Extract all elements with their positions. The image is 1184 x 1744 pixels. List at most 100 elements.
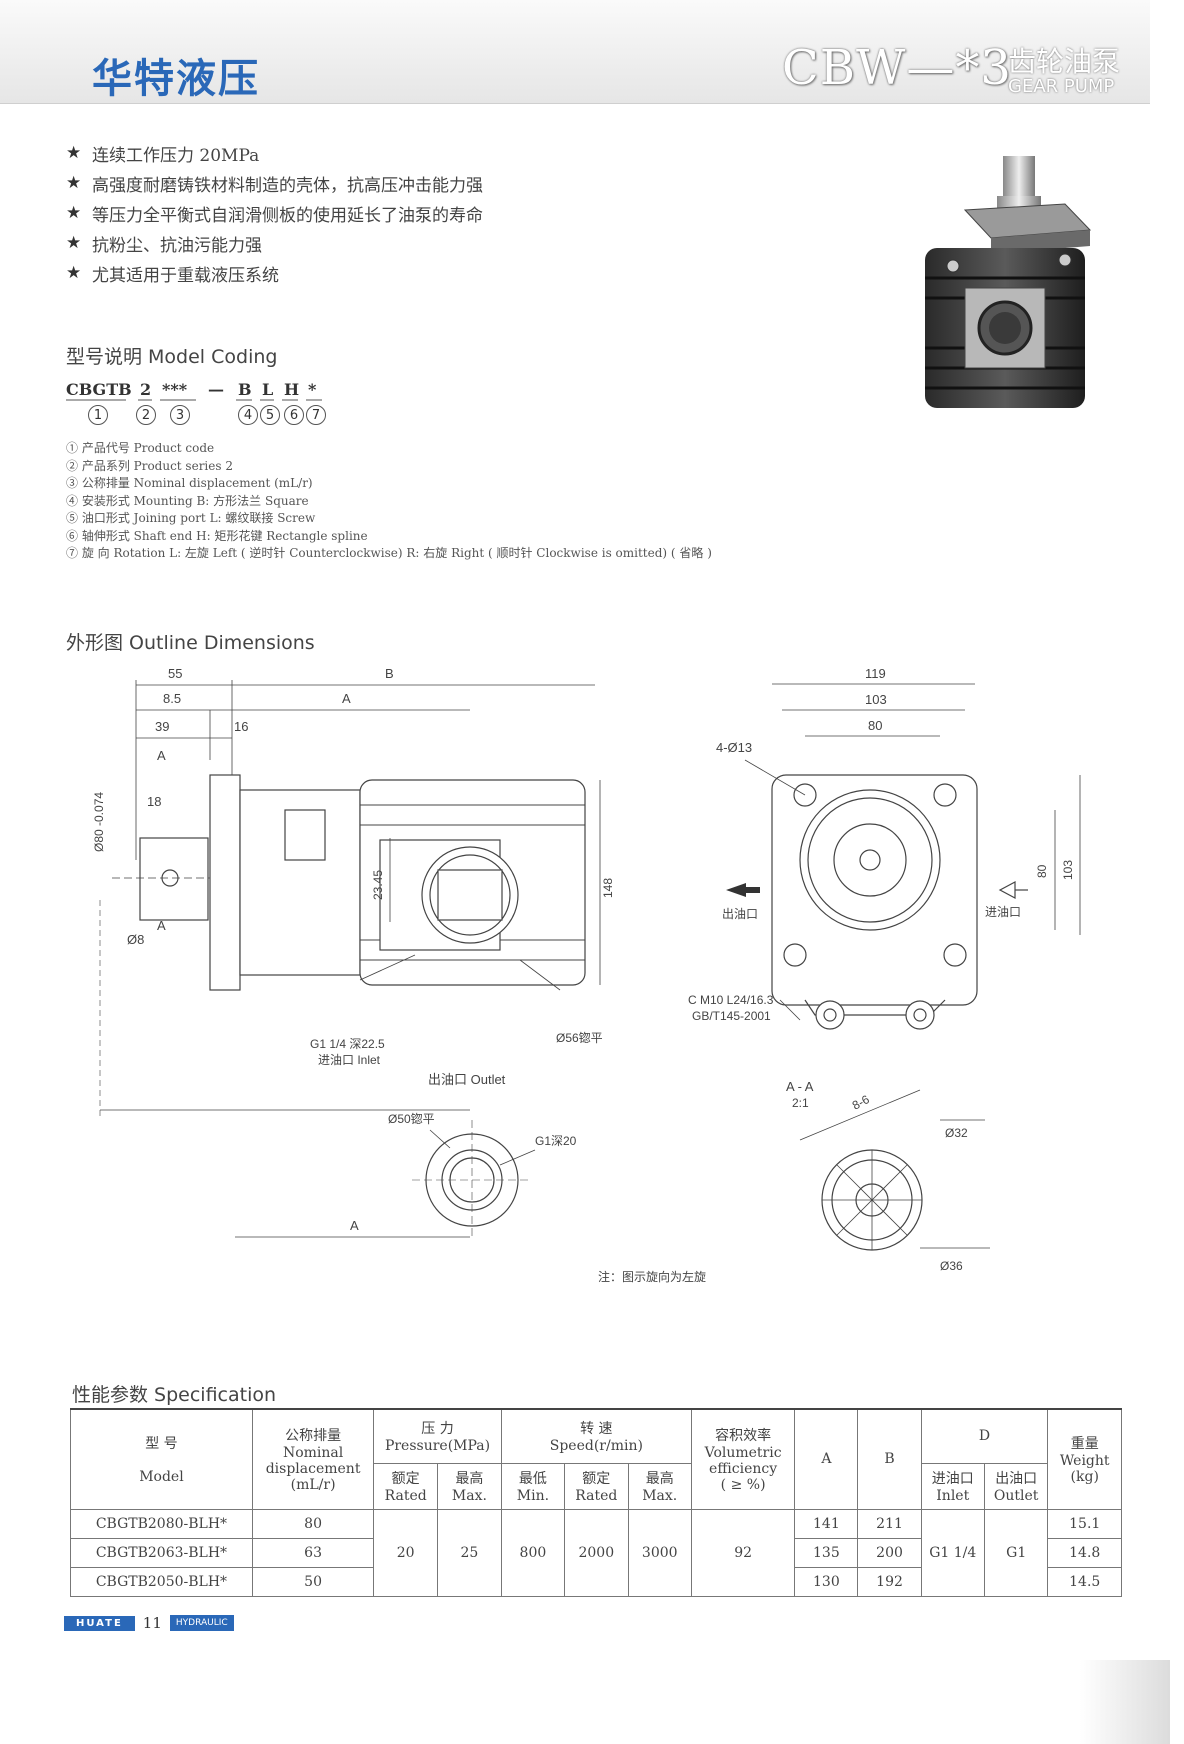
code-part: CBGTB bbox=[66, 380, 132, 399]
spline-d32: Ø32 bbox=[945, 1126, 968, 1140]
dim-103: 103 bbox=[865, 692, 887, 707]
page-footer: HUATE 11 HYDRAULIC bbox=[64, 1614, 234, 1632]
footer-brand: HUATE bbox=[64, 1615, 135, 1631]
cell-weight: 14.5 bbox=[1047, 1566, 1122, 1597]
outlet-cn: 出油口 bbox=[722, 907, 758, 921]
center-std: GB/T145-2001 bbox=[692, 1009, 771, 1023]
cell-s-max: 3000 bbox=[627, 1508, 692, 1597]
cell-outlet: G1 bbox=[983, 1508, 1049, 1597]
dim-B: B bbox=[385, 666, 394, 681]
cell-disp: 63 bbox=[251, 1537, 375, 1568]
code-part: *** bbox=[162, 380, 188, 399]
section-A-top: A bbox=[157, 748, 166, 763]
spline-d36: Ø36 bbox=[940, 1259, 963, 1273]
cell-p-rated: 20 bbox=[373, 1508, 439, 1597]
feature-item: ★连续工作压力 20MPa bbox=[66, 143, 260, 166]
star-icon: ★ bbox=[66, 233, 82, 253]
model-heading: CBW—*3 bbox=[782, 40, 1012, 96]
table-row: CBGTB2063-BLH* 63 135 200 14.8 bbox=[70, 1537, 1122, 1568]
feature-item: ★等压力全平衡式自润滑侧板的使用延长了油泵的寿命 bbox=[66, 203, 483, 226]
page-header: 华特液压 CBW—*3 齿轮油泵 GEAR PUMP bbox=[0, 0, 1150, 104]
cell-model: CBGTB2080-BLH* bbox=[70, 1508, 253, 1539]
section-AA bbox=[799, 1089, 990, 1251]
code-part: — bbox=[208, 380, 224, 399]
cell-B: 192 bbox=[857, 1566, 922, 1597]
mount-holes: 4-Ø13 bbox=[716, 740, 752, 755]
code-number: 7 bbox=[306, 405, 326, 425]
cell-B: 200 bbox=[857, 1537, 922, 1568]
feature-list: ★连续工作压力 20MPa ★高强度耐磨铸铁材料制造的壳体，抗高压冲击能力强 ★… bbox=[66, 138, 483, 288]
code-part: L bbox=[262, 380, 274, 399]
code-number: 6 bbox=[284, 405, 304, 425]
cell-model: CBGTB2050-BLH* bbox=[70, 1566, 253, 1597]
cell-disp: 80 bbox=[251, 1508, 375, 1539]
spec-title: 性能参数 Specification bbox=[72, 1384, 277, 1406]
code-legend: ① 产品代号 Product code ② 产品系列 Product serie… bbox=[66, 440, 712, 563]
side-view bbox=[99, 680, 601, 1120]
legend-item: ⑦ 旋 向 Rotation L: 左旋 Left ( 逆时针 Counterc… bbox=[66, 546, 712, 560]
star-icon: ★ bbox=[66, 143, 82, 163]
spotface-56: Ø56锪平 bbox=[556, 1030, 603, 1045]
shaft-diameter: Ø80 -0.074 bbox=[92, 792, 106, 852]
star-icon: ★ bbox=[66, 203, 82, 223]
legend-item: ③ 公称排量 Nominal displacement (mL/r) bbox=[66, 476, 313, 490]
legend-item: ① 产品代号 Product code bbox=[66, 441, 215, 455]
cell-model: CBGTB2063-BLH* bbox=[70, 1537, 253, 1568]
center-thread: C M10 L24/16.3 bbox=[688, 993, 774, 1007]
cell-s-min: 800 bbox=[500, 1508, 566, 1597]
page-number: 11 bbox=[142, 1614, 162, 1632]
code-number: 4 bbox=[238, 405, 258, 425]
dim-18: 18 bbox=[147, 794, 161, 809]
dim-d8: Ø8 bbox=[127, 932, 144, 947]
section-title: A - A bbox=[786, 1079, 814, 1094]
inlet-cn: 进油口 bbox=[985, 905, 1021, 919]
cell-inlet: G1 1/4 bbox=[920, 1508, 985, 1597]
section-scale: 2:1 bbox=[792, 1096, 809, 1110]
th-speed: 转 速 Speed(r/min) bbox=[500, 1408, 692, 1464]
inlet-port-size: G1 1/4 深22.5 bbox=[310, 1037, 385, 1051]
front-view bbox=[726, 683, 1081, 1030]
code-part: * bbox=[308, 380, 317, 399]
dim-148: 148 bbox=[601, 878, 615, 898]
cell-disp: 50 bbox=[251, 1566, 375, 1597]
dim-8-5: 8.5 bbox=[163, 691, 181, 706]
legend-item: ② 产品系列 Product series 2 bbox=[66, 458, 233, 473]
section-labels: A - A 2:1 8-6 Ø32 Ø36 注：图示旋向为左旋 bbox=[598, 1079, 968, 1284]
dim-v103: 103 bbox=[1061, 860, 1075, 880]
dim-119: 119 bbox=[865, 666, 886, 681]
code-underline bbox=[66, 399, 322, 401]
inlet-label: 进油口 Inlet bbox=[318, 1053, 381, 1067]
outline-title: 外形图 Outline Dimensions bbox=[66, 632, 315, 654]
table-row: CBGTB2050-BLH* 50 130 192 14.5 bbox=[70, 1566, 1122, 1597]
th-B: B bbox=[857, 1408, 922, 1510]
spotface-50: Ø50锪平 bbox=[388, 1111, 435, 1126]
dim-39: 39 bbox=[155, 719, 169, 734]
outline-drawing: 55 B 8.5 A 39 16 A 18 A Ø80 -0.074 Ø8 23… bbox=[92, 666, 1081, 1284]
footer-tag: HYDRAULIC bbox=[169, 1615, 234, 1631]
cell-weight: 15.1 bbox=[1047, 1508, 1122, 1539]
th-model: 型 号 Model bbox=[70, 1408, 253, 1510]
cell-p-max: 25 bbox=[437, 1508, 502, 1597]
rotation-note: 注：图示旋向为左旋 bbox=[598, 1269, 706, 1284]
th-A: A bbox=[794, 1408, 859, 1510]
brand-title: 华特液压 bbox=[92, 56, 260, 102]
code-part: 2 bbox=[140, 380, 152, 399]
dim-80: 80 bbox=[868, 718, 882, 733]
legend-item: ⑥ 轴伸形式 Shaft end H: 矩形花键 Rectangle splin… bbox=[66, 528, 368, 543]
cell-A: 130 bbox=[794, 1566, 859, 1597]
code-number: 2 bbox=[136, 405, 156, 425]
code-part: B bbox=[238, 380, 252, 399]
section-A-bottom: A bbox=[157, 918, 166, 933]
table-row: CBGTB2080-BLH* 80 20 25 800 2000 3000 92… bbox=[70, 1508, 1122, 1597]
page-corner-shade bbox=[1080, 1660, 1170, 1744]
dim-v80: 80 bbox=[1035, 864, 1049, 878]
code-number: 5 bbox=[260, 405, 280, 425]
spline-spec: 8-6 bbox=[850, 1092, 872, 1113]
cell-weight: 14.8 bbox=[1047, 1537, 1122, 1568]
